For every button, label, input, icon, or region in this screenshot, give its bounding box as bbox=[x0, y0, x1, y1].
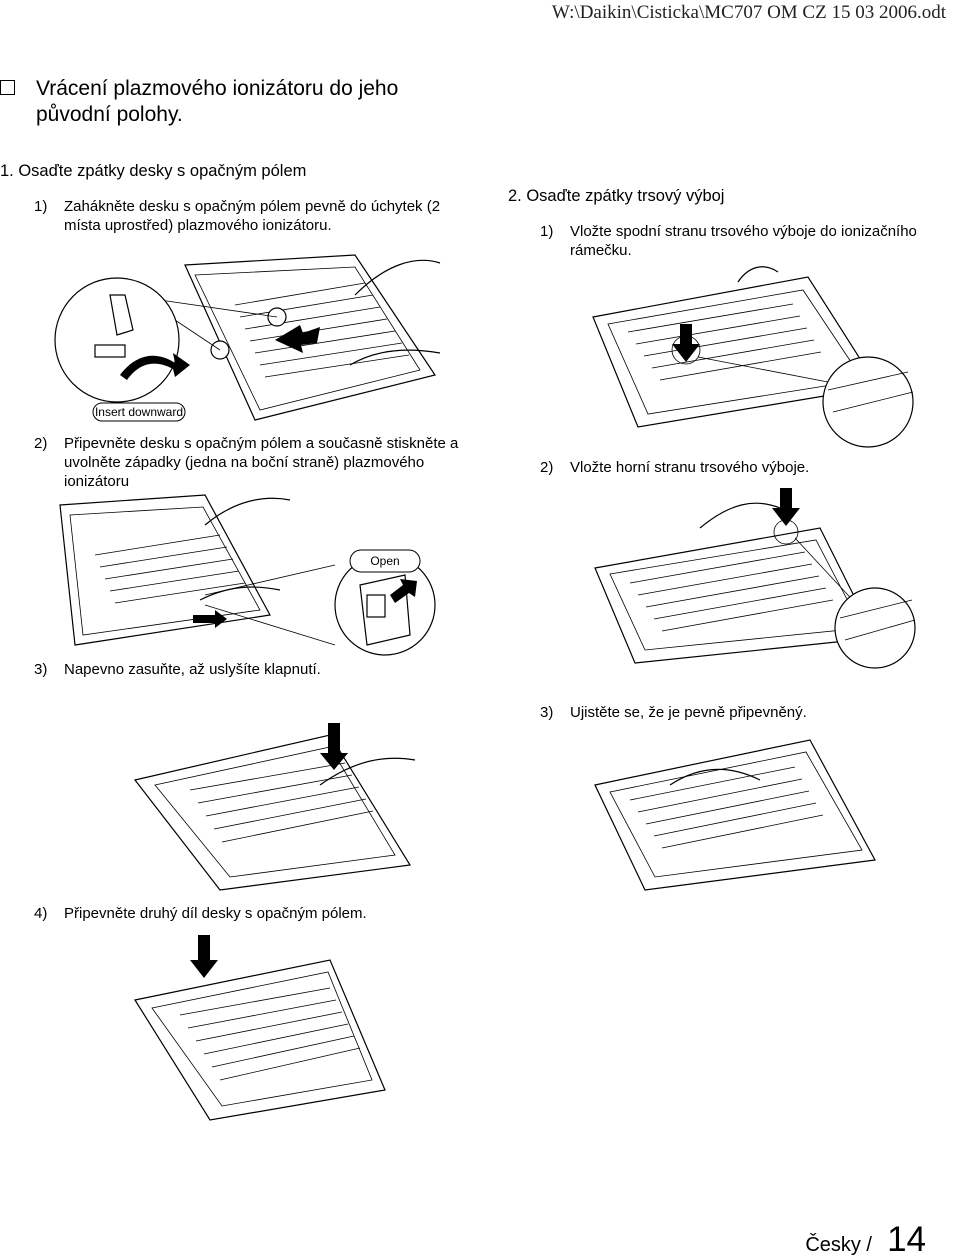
open-label: Open bbox=[370, 554, 399, 568]
section1-step-1: 1) Zahákněte desku s opačným pólem pevně… bbox=[34, 198, 441, 234]
illustration-second-plate bbox=[134, 935, 386, 1121]
document-path-header: W:\Daikin\Cisticka\MC707 OM CZ 15 03 200… bbox=[551, 2, 946, 23]
section2-step-1: 1) Vložte spodní stranu trsového výboje … bbox=[540, 223, 917, 259]
section1-step-2: 2) Připevněte desku s opačným pólem a so… bbox=[34, 435, 459, 490]
section2-step-2: 2) Vložte horní stranu trsového výboje. bbox=[540, 459, 810, 476]
section2-title: 2. Osaďte zpátky trsový výboj bbox=[508, 187, 725, 205]
illustration-insert-top bbox=[594, 488, 916, 669]
section1-title: 1. Osaďte zpátky desky s opačným pólem bbox=[0, 162, 307, 180]
page-number: 14 bbox=[887, 1220, 926, 1259]
footer-language: Česky / bbox=[805, 1234, 872, 1256]
illustration-verify-fixed bbox=[594, 739, 876, 891]
section2-step-3: 3) Ujistěte se, že je pevně připevněný. bbox=[540, 704, 807, 721]
insert-downward-label: Insert downward bbox=[95, 405, 183, 419]
section1-step-3: 3) Napevno zasuňte, až uslyšíte klapnutí… bbox=[34, 661, 321, 678]
page-title: Vrácení plazmového ionizátoru do jeho pů… bbox=[0, 76, 480, 128]
illustration-slide-in bbox=[133, 723, 416, 891]
illustration-release-latches: Open bbox=[59, 494, 436, 656]
illustration-insert-plate: Insert downward bbox=[54, 254, 441, 422]
section1-step-4: 4) Připevněte druhý díl desky s opačným … bbox=[34, 905, 367, 922]
illustration-insert-bottom bbox=[592, 266, 914, 448]
checkbox-icon bbox=[0, 80, 15, 95]
